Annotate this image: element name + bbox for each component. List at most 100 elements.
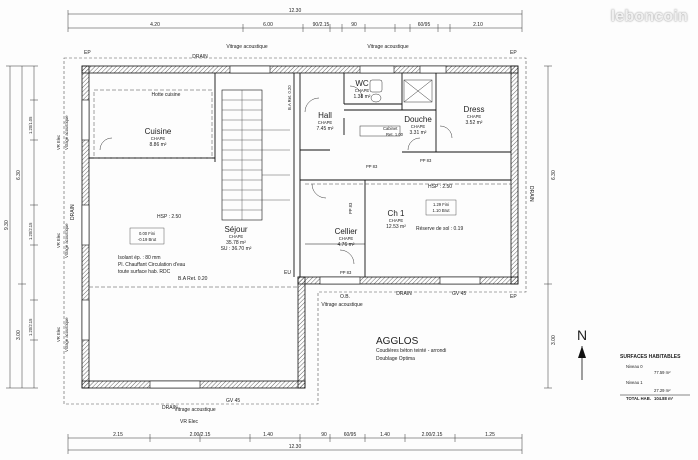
room-name: WC (355, 79, 369, 88)
pp83-label-2: PP 83 (420, 158, 432, 163)
pp83-label-3: PP 83 (348, 202, 353, 214)
vitrage-left-3: Vitrage acoustique (64, 317, 69, 352)
north-letter: N (577, 327, 587, 343)
surface-row-2-value: 27.29 m² (654, 388, 671, 393)
dim-bottom-1: 2.15 (113, 432, 123, 438)
room-floor: CHAPE (151, 136, 166, 141)
room-area: 4.76 m² (338, 242, 355, 248)
dim-top-5: 60/95 (418, 22, 431, 28)
room-su: SU : 36.70 m² (221, 246, 252, 252)
vr-left-1: VR Elec (56, 135, 61, 150)
pp83-label-4: PP 83 (340, 270, 352, 275)
level-lines (89, 89, 511, 288)
dim-bottom-6: 1.40 (380, 432, 390, 438)
room-name: Hall (318, 111, 332, 120)
sejour-fini: 0.00 Fini (139, 231, 155, 236)
legend-line-2: Doublage Optima (376, 356, 415, 362)
surfaces-table: SURFACES HABITABLES Niveau 0 77.59 m² Ni… (620, 354, 690, 401)
room-sejour: Séjour CHAPE 35.78 m² SU : 36.70 m² (221, 225, 252, 252)
room-area: 3.31 m² (410, 130, 427, 136)
dim-right-lower: 3.00 (551, 335, 557, 345)
ba-ret-note: B.A Ret. 0.20 (178, 276, 208, 282)
room-area: 35.78 m² (226, 240, 246, 246)
legend-line-1: Coudières béton teinté - arrondi (376, 348, 446, 354)
window-marks (81, 65, 481, 389)
room-cuisine: Cuisine CHAPE 8.86 m² (145, 127, 172, 148)
room-floor: CHAPE (339, 236, 354, 241)
room-area: 1.38 m² (354, 94, 371, 100)
drain-right-label: DRAIN (528, 186, 534, 202)
drain-top-label: DRAIN (192, 54, 208, 60)
ep-label-right: EP (510, 50, 517, 56)
room-floor: CHAPE (389, 218, 404, 223)
vitrage-bottom-right: Vitrage acoustique (321, 302, 363, 308)
surfaces-title: SURFACES HABITABLES (620, 354, 681, 360)
dim-left-overall: 9.30 (4, 220, 10, 230)
gv45-label: GV 45 (452, 291, 466, 297)
hsp-left: HSP : 2.50 (157, 214, 181, 220)
dim-left-seg-1: 1.20/1.05 (28, 116, 33, 134)
dim-left-seg-2: 1.20/2.15 (28, 222, 33, 240)
dim-top-overall: 12.30 (289, 8, 302, 14)
vitrage-top-right: Vitrage acoustique (367, 44, 409, 50)
vr-left-2: VR Elec (56, 233, 61, 248)
vitrage-top-left: Vitrage acoustique (226, 44, 268, 50)
vitrage-left-1: Vitrage acoustique (64, 115, 69, 150)
ob-label-4: O.B. (340, 294, 350, 300)
right-dimension-chain (544, 65, 552, 389)
drain-bottom-label: DRAIN (162, 405, 178, 411)
dim-bottom-7: 2.00/2.15 (422, 432, 443, 438)
material-legend: AGGLOS Coudières béton teinté - arrondi … (376, 336, 446, 362)
dim-top-4: 90 (351, 22, 357, 28)
bottom-dimension-chain (67, 434, 523, 454)
room-name: Douche (404, 115, 432, 124)
ep-label: EP (84, 50, 91, 56)
pp83-label-1: PP 83 (366, 164, 378, 169)
drain-dashed-outline (63, 57, 527, 405)
room-area: 7.45 m² (317, 126, 334, 132)
level-tag-ch1 (425, 199, 457, 216)
vitrage-left-2: Vitrage acoustique (64, 223, 69, 258)
room-wc: WC CHAPE 1.38 m² (354, 79, 371, 100)
room-name: Séjour (224, 225, 247, 234)
staircase (222, 90, 290, 220)
surface-note: toute surface hab. RDC (118, 269, 171, 275)
room-douche: Douche CHAPE 3.31 m² (404, 115, 432, 136)
dim-right-upper: 6.30 (551, 170, 557, 180)
left-dimension-chain (6, 65, 38, 389)
dim-bottom-5: 60/95 (344, 432, 357, 438)
plancher-note: Pl. Chauffant Circulation d'eau (118, 262, 186, 268)
room-cellier: Cellier CHAPE 4.76 m² (335, 227, 358, 248)
room-floor: CHAPE (411, 124, 426, 129)
room-name: Cellier (335, 227, 358, 236)
dim-bottom-8: 1.25 (485, 432, 495, 438)
leboncoin-watermark: leboncoin (610, 8, 688, 25)
room-ch1: Ch 1 CHAPE 12.53 m² (386, 209, 406, 230)
drain-left-label: DRAIN (70, 204, 76, 220)
level-tag-sejour (129, 227, 165, 245)
drain-bottom-right: DRAIN (396, 291, 412, 297)
surface-row-1-value: 77.59 m² (654, 370, 671, 375)
eu-label: EU (284, 270, 291, 276)
north-arrow: N (577, 327, 587, 380)
hsp-right: HSP : 2.50 (428, 184, 452, 190)
dim-bottom-4: 90 (321, 432, 327, 438)
surface-row-1-label: Niveau 0 (626, 364, 643, 369)
room-floor: CHAPE (318, 120, 333, 125)
surface-total-label: TOTAL HAB. (626, 396, 651, 401)
vitrage-bottom: Vitrage acoustique (174, 407, 216, 413)
dim-bottom-3: 1.40 (263, 432, 273, 438)
dim-left-lower: 3.00 (16, 330, 22, 340)
vr-left-3: VR Elec (56, 327, 61, 342)
isolant-note: Isolant ép. : 80 mm (118, 255, 161, 261)
dim-top-1: 4.20 (150, 22, 160, 28)
room-name: Dress (464, 105, 485, 114)
dim-top-3: 90/2.15 (313, 22, 330, 28)
room-name: Ch 1 (388, 209, 405, 218)
room-floor: CHAPE (229, 234, 244, 239)
room-name: Cuisine (145, 127, 172, 136)
reserve-note: Réserve de sol : 0.19 (416, 226, 463, 232)
dim-top-2: 6.00 (263, 22, 273, 28)
